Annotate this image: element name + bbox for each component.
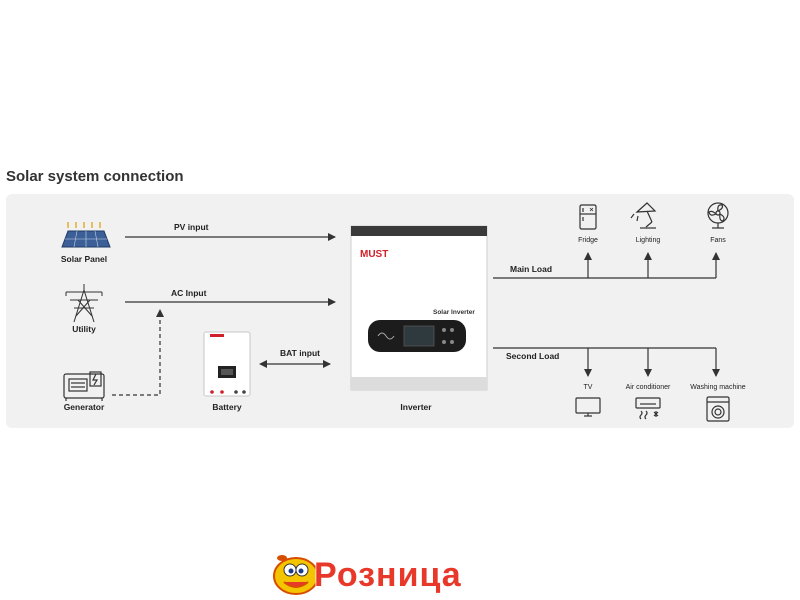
fridge-icon — [579, 204, 597, 230]
bat-input-label: BAT input — [280, 348, 320, 358]
rozniza-logo: Розница — [273, 555, 462, 595]
inverter-brand: MUST — [360, 249, 388, 260]
load-label-lighting: Lighting — [636, 237, 661, 244]
utility-tower-icon — [65, 284, 103, 323]
generator-icon — [63, 371, 105, 401]
load-label-tv: TV — [584, 384, 593, 391]
page-title: Solar system connection — [6, 168, 184, 185]
battery-device — [203, 331, 251, 397]
generator-label: Generator — [64, 402, 105, 412]
air-conditioner-icon — [635, 397, 661, 420]
fan-icon — [707, 202, 729, 229]
lighting-icon — [630, 202, 657, 229]
load-label-fans: Fans — [710, 237, 726, 244]
utility-label: Utility — [72, 324, 96, 334]
main-load-label: Main Load — [510, 264, 552, 274]
battery-label: Battery — [212, 402, 242, 412]
pv-input-label: PV input — [174, 222, 209, 232]
inverter-label: Inverter — [400, 402, 432, 412]
load-label-washing-machine: Washing machine — [690, 384, 745, 391]
solar-panel-icon — [61, 222, 111, 248]
load-label-air-conditioner: Air conditioner — [626, 384, 671, 391]
ac-input-label: AC Input — [171, 288, 207, 298]
tv-icon — [575, 397, 601, 417]
mascot-icon — [273, 555, 319, 595]
inverter-model-text: Solar Inverter — [433, 309, 475, 316]
second-load-label: Second Load — [506, 351, 559, 361]
logo-text: Розница — [314, 556, 462, 594]
load-label-fridge: Fridge — [578, 237, 598, 244]
generator-dashed-link — [112, 309, 164, 396]
washing-machine-icon — [706, 396, 730, 422]
solar-panel-label: Solar Panel — [61, 254, 107, 264]
inverter-device — [350, 225, 488, 391]
